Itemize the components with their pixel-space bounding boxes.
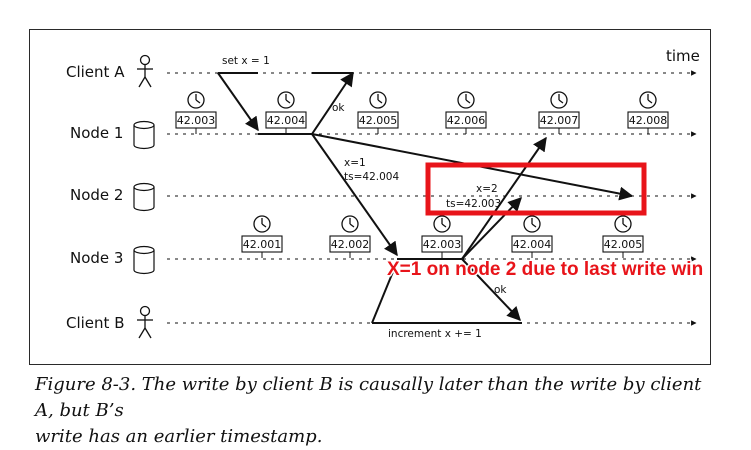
ok-label-a: ok (332, 102, 345, 114)
timestamp-value: 42.003 (177, 114, 216, 127)
time-label: time (666, 47, 700, 65)
increment-label: increment x += 1 (388, 328, 482, 340)
lww-annotation: X=1 on node 2 due to last write win (387, 259, 703, 280)
messages (217, 71, 634, 324)
set-x-arrow (217, 72, 259, 132)
timestamp-value: 42.005 (359, 114, 398, 127)
lane-label-client-b: Client B (66, 314, 124, 332)
write2-value-label: x=2 (476, 183, 498, 195)
timestamp-clock: 42.002 (329, 215, 371, 258)
lane-label-node-3: Node 3 (70, 249, 123, 267)
lane-label-client-a: Client A (66, 63, 125, 81)
ok-arrow-to-client-a (311, 71, 354, 135)
clock-icon (187, 91, 205, 109)
replicate-x2-to-node2 (461, 196, 522, 260)
person-icon (137, 54, 153, 88)
write2-ts-label: ts=42.003 (446, 198, 501, 210)
node1-clocks: 42.003 42.004 42.005 42.006 42.007 42.008 (175, 91, 669, 134)
increment-arrow (371, 261, 398, 324)
ok-arrow-to-client-b (461, 258, 521, 322)
clock-icon (523, 215, 541, 233)
write1-value-label: x=1 (344, 157, 366, 169)
clock-icon (253, 215, 271, 233)
write1-ts-label: ts=42.004 (344, 171, 399, 183)
replicate-x1-to-node3 (311, 133, 398, 257)
timestamp-clock: 42.004 (265, 91, 307, 134)
timestamp-clock: 42.001 (241, 215, 283, 258)
timestamp-value: 42.006 (447, 114, 486, 127)
clock-icon (277, 91, 295, 109)
timestamp-value: 42.004 (513, 238, 552, 251)
lane-label-node-2: Node 2 (70, 186, 123, 204)
ok-label-b: ok (494, 284, 507, 296)
timestamp-clock: 42.005 (357, 91, 399, 134)
timestamp-value: 42.001 (243, 238, 282, 251)
highlight-box (425, 162, 647, 216)
database-icon (133, 182, 155, 212)
database-icon (133, 245, 155, 275)
figure-caption: Figure 8-3. The write by client B is cau… (35, 372, 725, 450)
caption-line-1: Figure 8-3. The write by client B is cau… (35, 374, 702, 421)
timestamp-value: 42.002 (331, 238, 370, 251)
clock-icon (369, 91, 387, 109)
replicate-x2-to-node1 (461, 136, 547, 260)
timestamp-value: 42.008 (629, 114, 668, 127)
clock-icon (550, 91, 568, 109)
caption-line-2: write has an earlier timestamp. (35, 426, 323, 447)
diagram-frame (29, 29, 711, 365)
clock-icon (341, 215, 359, 233)
person-icon (137, 305, 153, 339)
timestamp-clock: 42.008 (627, 91, 669, 134)
timelines (167, 70, 697, 326)
database-icon (133, 120, 155, 150)
timestamp-clock: 42.005 (602, 215, 644, 258)
last-write-wins-diagram: time Client A Node 1 Node 2 Node 3 Clien… (66, 47, 705, 340)
timestamp-value: 42.007 (540, 114, 579, 127)
clock-icon (614, 215, 632, 233)
timestamp-clock: 42.003 (421, 215, 463, 258)
timestamp-clock: 42.004 (511, 215, 553, 258)
lane-label-node-1: Node 1 (70, 124, 123, 142)
clock-icon (457, 91, 475, 109)
clock-icon (433, 215, 451, 233)
set-x-label: set x = 1 (222, 55, 270, 67)
timestamp-value: 42.004 (267, 114, 306, 127)
timestamp-value: 42.003 (423, 238, 462, 251)
timestamp-clock: 42.006 (445, 91, 487, 134)
timestamp-clock: 42.003 (175, 91, 217, 134)
timestamp-clock: 42.007 (538, 91, 580, 134)
timestamp-value: 42.005 (604, 238, 643, 251)
clock-icon (639, 91, 657, 109)
node3-clocks: 42.001 42.002 42.003 42.004 42.005 (241, 215, 644, 258)
